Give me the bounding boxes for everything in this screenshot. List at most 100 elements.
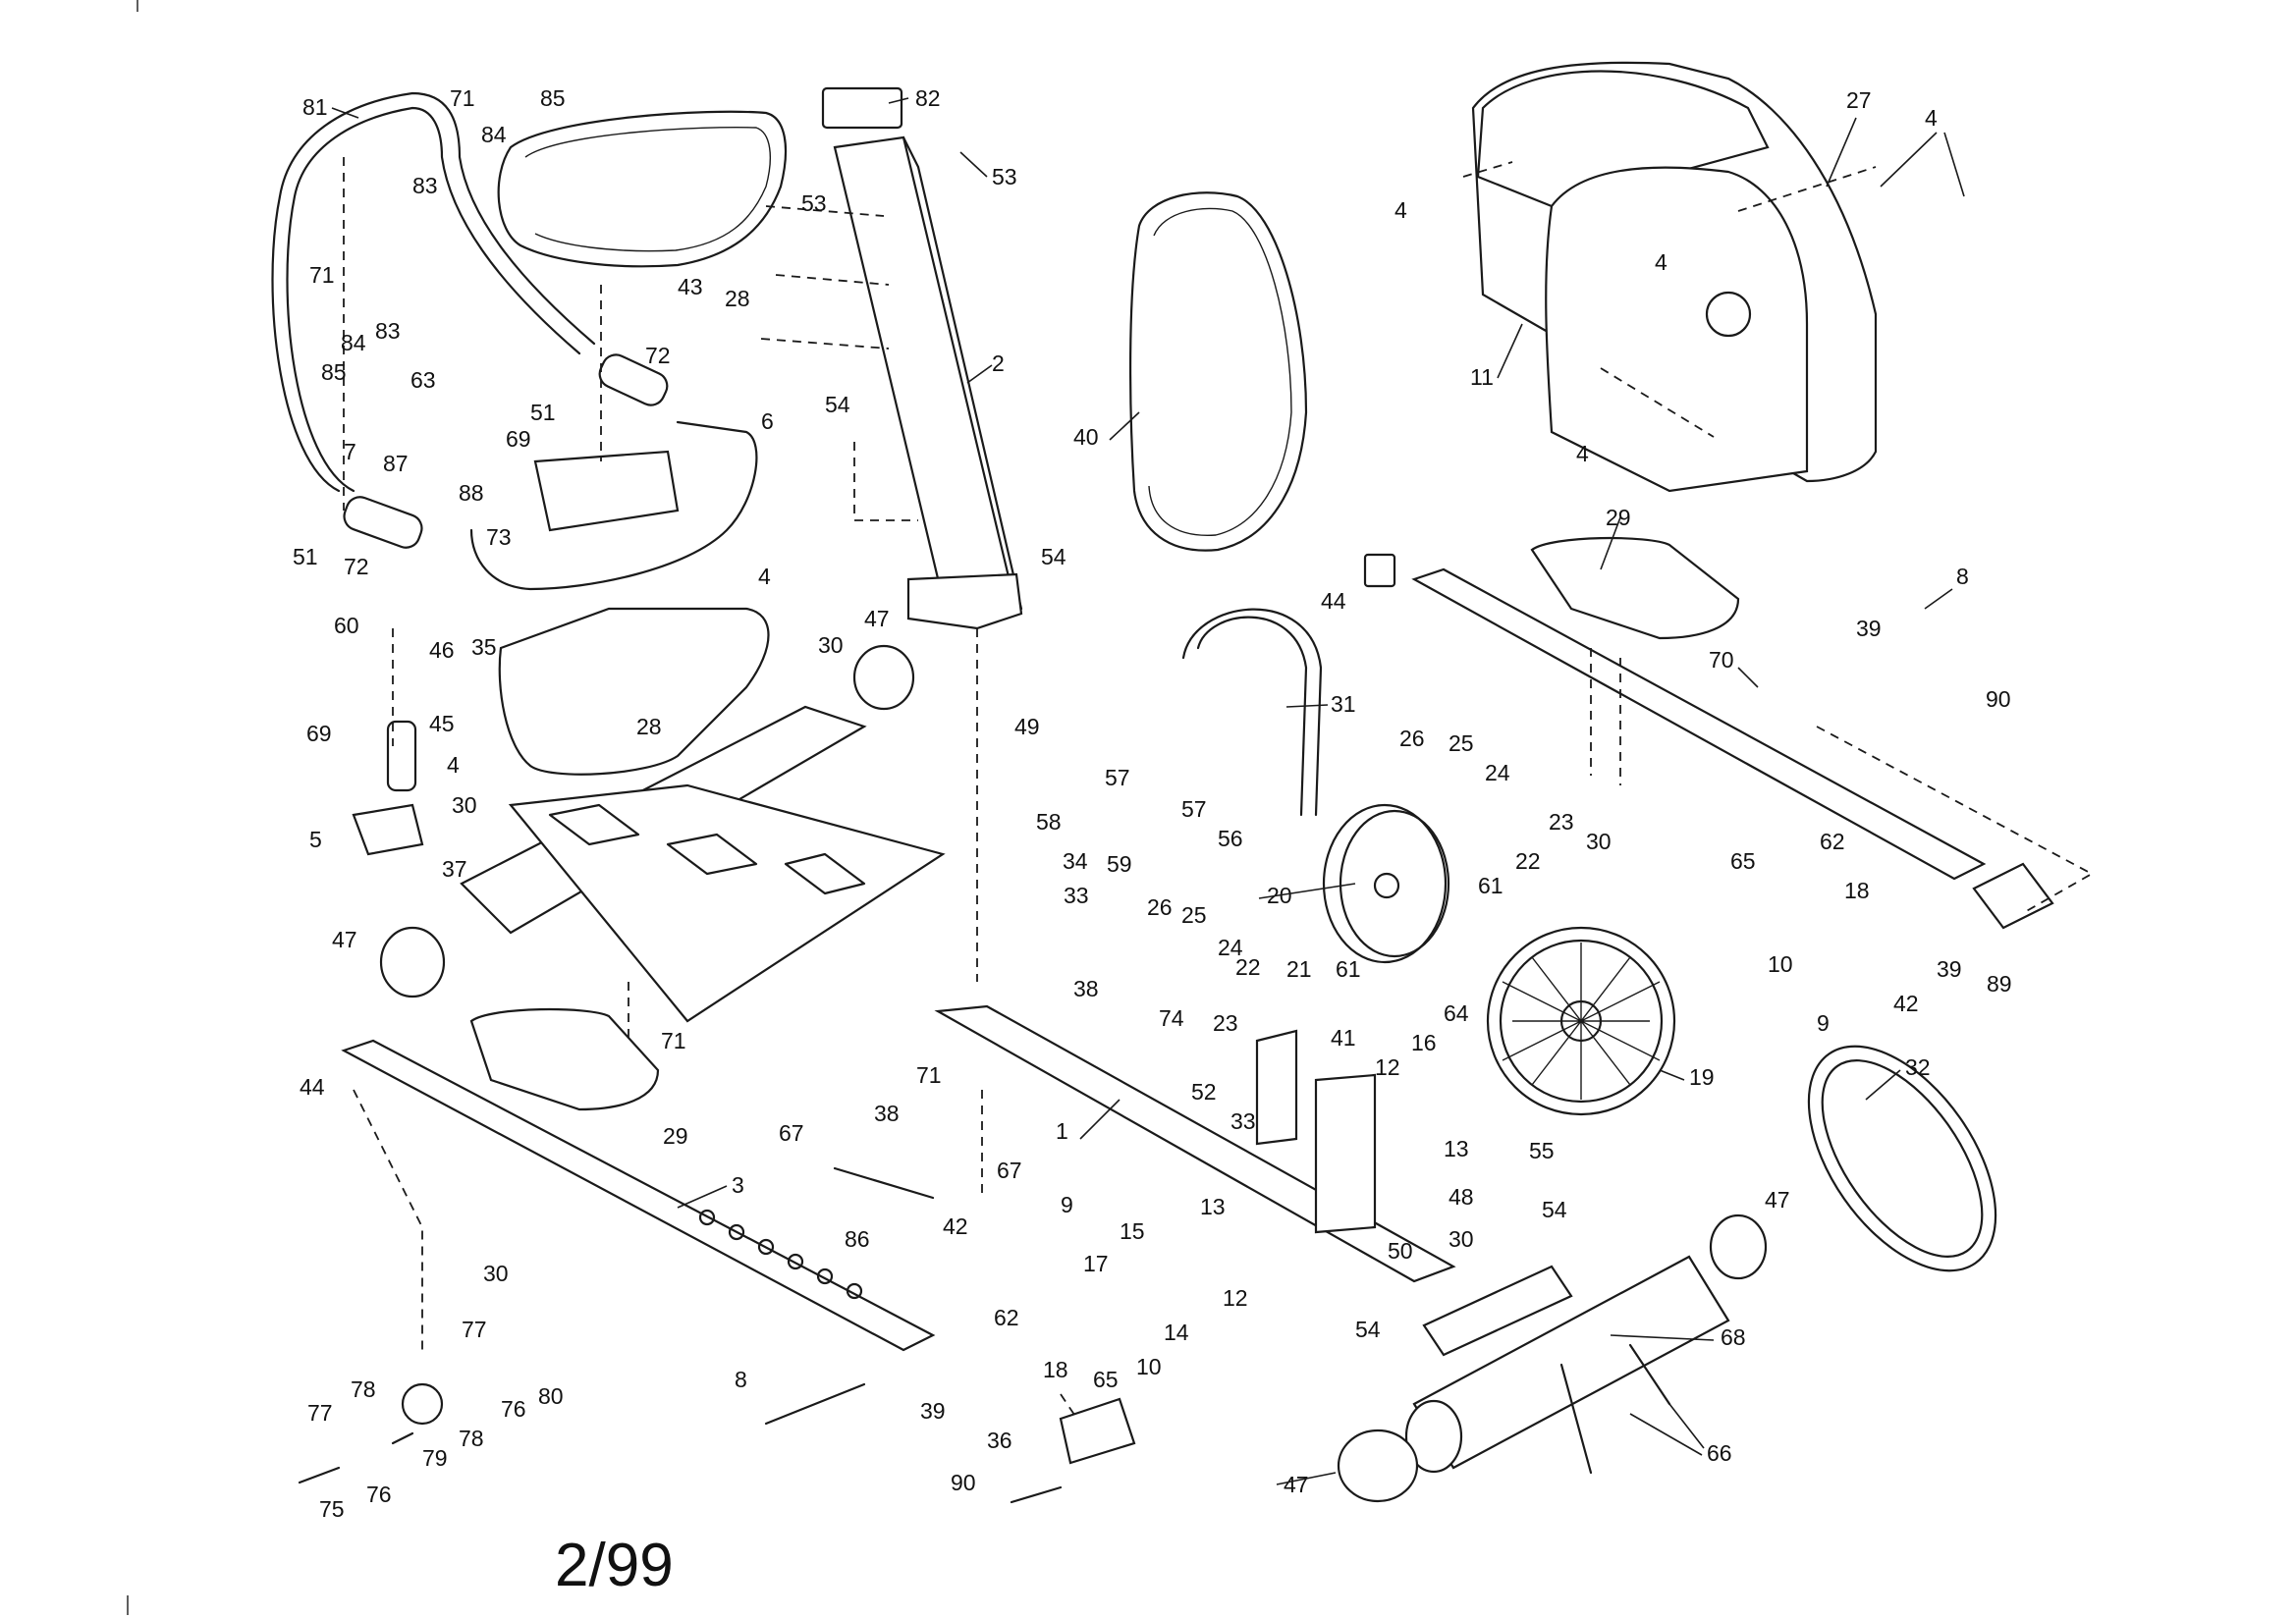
callout-61: 61: [1478, 873, 1503, 898]
callout-39c: 39: [920, 1398, 946, 1424]
callout-40: 40: [1073, 424, 1099, 450]
right-pedal-arm: [1363, 536, 2094, 930]
callout-81: 81: [302, 94, 328, 120]
callout-62: 62: [1820, 829, 1845, 854]
main-frame: [379, 644, 1456, 1283]
callout-54d: 54: [1355, 1317, 1381, 1342]
callout-37: 37: [442, 856, 467, 882]
callout-59: 59: [1107, 851, 1132, 877]
callout-72b: 72: [344, 554, 369, 579]
callout-2: 2: [992, 351, 1005, 376]
callout-42b: 42: [943, 1214, 968, 1239]
callout-27: 27: [1846, 87, 1872, 113]
callout-69b: 69: [306, 721, 332, 746]
callout-44b: 44: [300, 1074, 325, 1100]
callout-4d: 4: [1576, 441, 1589, 466]
callout-67: 67: [779, 1120, 804, 1146]
callout-77b: 77: [307, 1400, 333, 1426]
callout-35: 35: [471, 634, 497, 660]
callout-12: 12: [1375, 1054, 1400, 1080]
callout-16: 16: [1411, 1030, 1437, 1055]
callout-47: 47: [864, 606, 890, 631]
callout-47d: 47: [1284, 1472, 1309, 1497]
callout-54b: 54: [1041, 544, 1066, 569]
callout-78: 78: [351, 1376, 376, 1402]
callout-23b: 23: [1213, 1010, 1238, 1036]
callout-51b: 51: [293, 544, 318, 569]
callout-49: 49: [1014, 714, 1040, 739]
callout-29: 29: [1606, 505, 1631, 530]
callout-33: 33: [1064, 883, 1089, 908]
callout-6: 6: [761, 408, 774, 434]
callout-80: 80: [538, 1383, 564, 1409]
callout-71c: 71: [661, 1028, 686, 1053]
callout-7: 7: [344, 439, 356, 464]
callout-4b: 4: [1394, 197, 1407, 223]
callout-75: 75: [319, 1496, 345, 1522]
callout-82: 82: [915, 85, 941, 111]
callout-89: 89: [1987, 971, 2012, 997]
callout-21: 21: [1286, 956, 1312, 982]
callout-4e: 4: [758, 564, 771, 589]
callout-25b: 25: [1181, 902, 1207, 928]
callout-5: 5: [309, 827, 322, 852]
callout-47b: 47: [332, 927, 357, 952]
callout-50: 50: [1388, 1238, 1413, 1264]
callout-13: 13: [1444, 1136, 1469, 1161]
callout-66: 66: [1707, 1440, 1732, 1466]
callout-26: 26: [1399, 726, 1425, 751]
callout-46: 46: [429, 637, 455, 663]
callout-11: 11: [1470, 364, 1494, 390]
callout-90: 90: [1986, 686, 2011, 712]
callout-79: 79: [422, 1445, 448, 1471]
callout-43: 43: [678, 274, 703, 299]
callout-57: 57: [1105, 765, 1130, 790]
callout-31: 31: [1331, 691, 1356, 717]
callout-26b: 26: [1147, 894, 1173, 920]
callout-13b: 13: [1200, 1194, 1226, 1219]
callout-28: 28: [725, 286, 750, 311]
part-callouts: 81 71 85 84 83 82 53 53 27 4 4 4 43 71 8…: [293, 85, 2012, 1522]
callout-72: 72: [645, 343, 671, 368]
callout-74: 74: [1159, 1005, 1184, 1031]
callout-10b: 10: [1136, 1354, 1162, 1379]
callout-84: 84: [481, 122, 507, 147]
flywheel-shrouds: [1462, 61, 1878, 493]
callout-54c: 54: [1542, 1197, 1567, 1222]
callout-86: 86: [845, 1226, 870, 1252]
callout-30: 30: [818, 632, 844, 658]
callout-30b: 30: [452, 792, 477, 818]
callout-62b: 62: [994, 1305, 1019, 1330]
callout-25: 25: [1449, 730, 1474, 756]
callout-24: 24: [1485, 760, 1510, 785]
callout-83b: 83: [375, 318, 401, 344]
callout-30c: 30: [1586, 829, 1612, 854]
callout-29b: 29: [663, 1123, 688, 1149]
callout-51: 51: [530, 400, 556, 425]
callout-1: 1: [1056, 1118, 1068, 1144]
callout-85: 85: [540, 85, 566, 111]
callout-76b: 76: [366, 1482, 392, 1507]
callout-54: 54: [825, 392, 850, 417]
leveler-hardware: [298, 1166, 1136, 1504]
callout-71b: 71: [309, 262, 335, 288]
callout-58: 58: [1036, 809, 1062, 835]
pulley-and-flywheel: [1322, 803, 1676, 1116]
rear-stabilizer: [1337, 1214, 1768, 1503]
revision-date: 2/99: [555, 1532, 674, 1599]
callout-64: 64: [1444, 1000, 1469, 1026]
callout-38b: 38: [874, 1101, 900, 1126]
callout-22b: 22: [1235, 954, 1261, 980]
callout-61b: 61: [1336, 956, 1361, 982]
backrest-pad: [1128, 191, 1308, 552]
callout-28b: 28: [636, 714, 662, 739]
callout-83: 83: [412, 173, 438, 198]
callout-87: 87: [383, 451, 409, 476]
callout-10: 10: [1768, 951, 1793, 977]
callout-53b: 53: [801, 190, 827, 216]
callout-78b: 78: [459, 1426, 484, 1451]
callout-15: 15: [1120, 1218, 1145, 1244]
callout-9b: 9: [1061, 1192, 1073, 1217]
callout-4: 4: [1925, 105, 1938, 131]
